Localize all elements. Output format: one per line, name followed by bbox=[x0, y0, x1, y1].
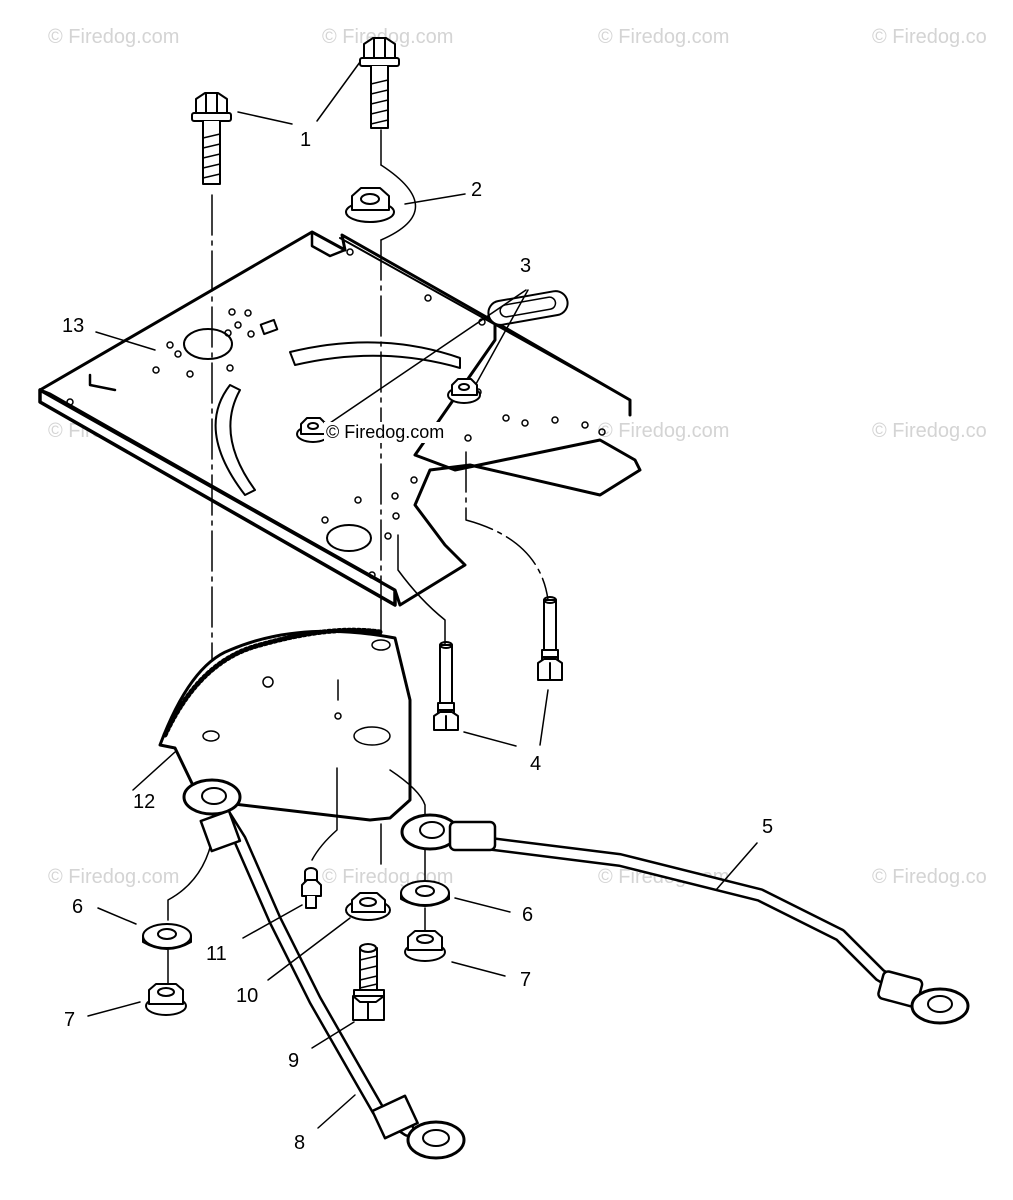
watermark: © Firedog.co bbox=[872, 26, 987, 48]
drag-link-5 bbox=[400, 813, 970, 1025]
drag-link-8 bbox=[182, 778, 466, 1160]
callout-2: 2 bbox=[471, 179, 483, 201]
callout-7-right: 7 bbox=[520, 969, 532, 991]
watermark: © Firedog.com bbox=[598, 420, 730, 442]
washer-6b bbox=[400, 880, 450, 907]
callout-12: 12 bbox=[133, 791, 156, 813]
bolt-9 bbox=[352, 943, 385, 1021]
watermark-center: © Firedog.com bbox=[324, 422, 447, 443]
callout-7-left: 7 bbox=[64, 1009, 76, 1031]
callout-6-right: 6 bbox=[522, 904, 534, 926]
callout-3: 3 bbox=[520, 255, 532, 277]
sector-gear bbox=[158, 629, 412, 822]
mounting-plate bbox=[38, 230, 642, 607]
callout-5: 5 bbox=[762, 816, 774, 838]
watermark: © Firedog.co bbox=[872, 866, 987, 888]
callout-8: 8 bbox=[294, 1132, 306, 1154]
watermark: © Firedog.com bbox=[48, 866, 180, 888]
flange-nut-2 bbox=[345, 187, 395, 223]
flange-nut-10 bbox=[345, 892, 391, 921]
washer-6a bbox=[142, 923, 192, 950]
callout-1: 1 bbox=[300, 129, 312, 151]
shoulder-bolt-a bbox=[433, 641, 459, 731]
callout-11: 11 bbox=[206, 943, 227, 965]
callout-13: 13 bbox=[62, 315, 85, 337]
callout-10: 10 bbox=[236, 985, 259, 1007]
flange-nut-3b bbox=[447, 378, 481, 404]
callout-6-left: 6 bbox=[72, 896, 84, 918]
shoulder-bolt-b bbox=[537, 596, 563, 681]
grease-fitting bbox=[301, 867, 322, 909]
callout-9: 9 bbox=[288, 1050, 300, 1072]
watermark: © Firedog.com bbox=[598, 26, 730, 48]
callout-4: 4 bbox=[530, 753, 542, 775]
watermark: © Firedog.com bbox=[322, 26, 454, 48]
flange-nut-7b bbox=[404, 930, 446, 962]
flange-nut-7a bbox=[145, 983, 187, 1016]
watermark: © Firedog.com bbox=[48, 26, 180, 48]
bolt-left bbox=[191, 92, 232, 185]
watermark: © Firedog.co bbox=[872, 420, 987, 442]
bolt-right bbox=[359, 37, 400, 129]
